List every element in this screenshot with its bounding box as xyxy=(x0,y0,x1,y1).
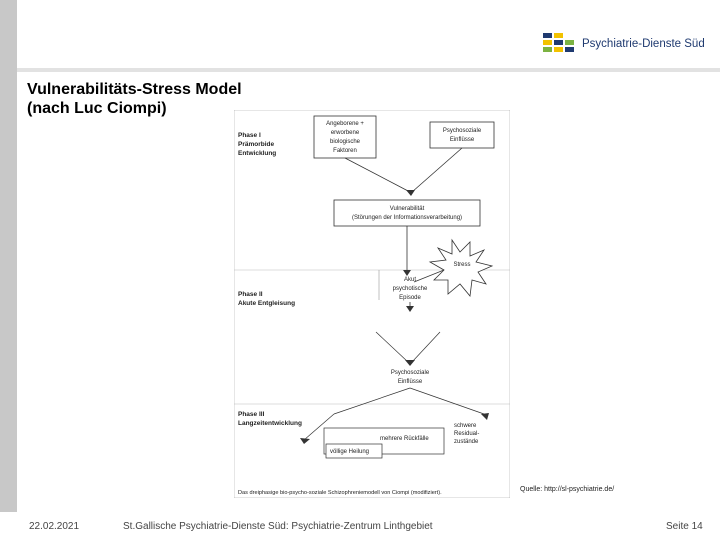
slide-title-line2: (nach Luc Ciompi) xyxy=(27,100,167,117)
left-accent-bar xyxy=(0,0,17,512)
svg-text:mehrere Rückfälle: mehrere Rückfälle xyxy=(380,436,429,442)
figure-caption: Das dreiphasige bio-psycho-soziale Schiz… xyxy=(238,490,442,496)
header-bar xyxy=(0,0,720,68)
phase1-label-2: Prämorbide xyxy=(238,141,275,148)
svg-text:biologische: biologische xyxy=(330,139,361,145)
box-psychosocial-influences xyxy=(429,121,495,149)
footer-bar xyxy=(0,512,720,540)
svg-text:Psychosoziale: Psychosoziale xyxy=(443,128,482,134)
footer-organization: St.Gallische Psychiatrie-Dienste Süd: Ps… xyxy=(123,521,433,532)
acute-episode-label: Akut xyxy=(404,277,416,283)
svg-text:Angeborene +: Angeborene + xyxy=(326,121,364,127)
slide-title-line1: Vulnerabilitäts-Stress Model xyxy=(27,81,242,98)
svg-text:völlige Heilung: völlige Heilung xyxy=(330,449,369,455)
footer-date: 22.02.2021 xyxy=(29,521,80,532)
ciompi-model-figure: Phase I Prämorbide Entwicklung Phase II … xyxy=(234,110,510,498)
phase2-label-1: Phase II xyxy=(238,291,263,298)
phase2-label-2: Akute Entgleisung xyxy=(238,300,295,307)
svg-text:Faktoren: Faktoren xyxy=(333,148,357,154)
phase3-label-1: Phase III xyxy=(238,411,265,418)
box-vulnerability xyxy=(333,199,481,227)
box-innate-factors xyxy=(313,115,377,159)
slide-title: Vulnerabilitäts-Stress Model (nach Luc C… xyxy=(27,80,242,118)
svg-text:Residual-: Residual- xyxy=(454,431,479,437)
footer-page-number: Seite 14 xyxy=(666,521,703,532)
svg-text:Stress: Stress xyxy=(453,262,470,268)
phase1-label-3: Entwicklung xyxy=(238,150,276,157)
stress-starburst-icon xyxy=(428,238,494,297)
svg-text:Vulnerabilität: Vulnerabilität xyxy=(390,206,425,212)
brand-logo-icon xyxy=(543,33,574,52)
source-credit: Quelle: http://sl-psychiatrie.de/ xyxy=(520,486,615,493)
box-healing xyxy=(325,443,383,459)
svg-text:psychotische: psychotische xyxy=(393,286,428,292)
svg-text:erworbene: erworbene xyxy=(331,130,360,136)
residual-label: schwere xyxy=(454,423,477,429)
box-relapses xyxy=(323,427,445,455)
psychosocial-2-label: Psychosoziale xyxy=(391,370,430,376)
svg-text:Einflüsse: Einflüsse xyxy=(450,137,475,143)
phase1-label-1: Phase I xyxy=(238,132,261,139)
brand-name: Psychiatrie-Dienste Süd xyxy=(582,38,705,50)
svg-text:Einflüsse: Einflüsse xyxy=(398,379,423,385)
svg-text:Episode: Episode xyxy=(399,295,421,301)
header-separator xyxy=(17,68,720,72)
svg-text:(Störungen der Informationsver: (Störungen der Informationsverarbeitung) xyxy=(352,215,462,221)
phase3-label-2: Langzeitentwicklung xyxy=(238,420,302,427)
svg-text:zustände: zustände xyxy=(454,439,479,445)
